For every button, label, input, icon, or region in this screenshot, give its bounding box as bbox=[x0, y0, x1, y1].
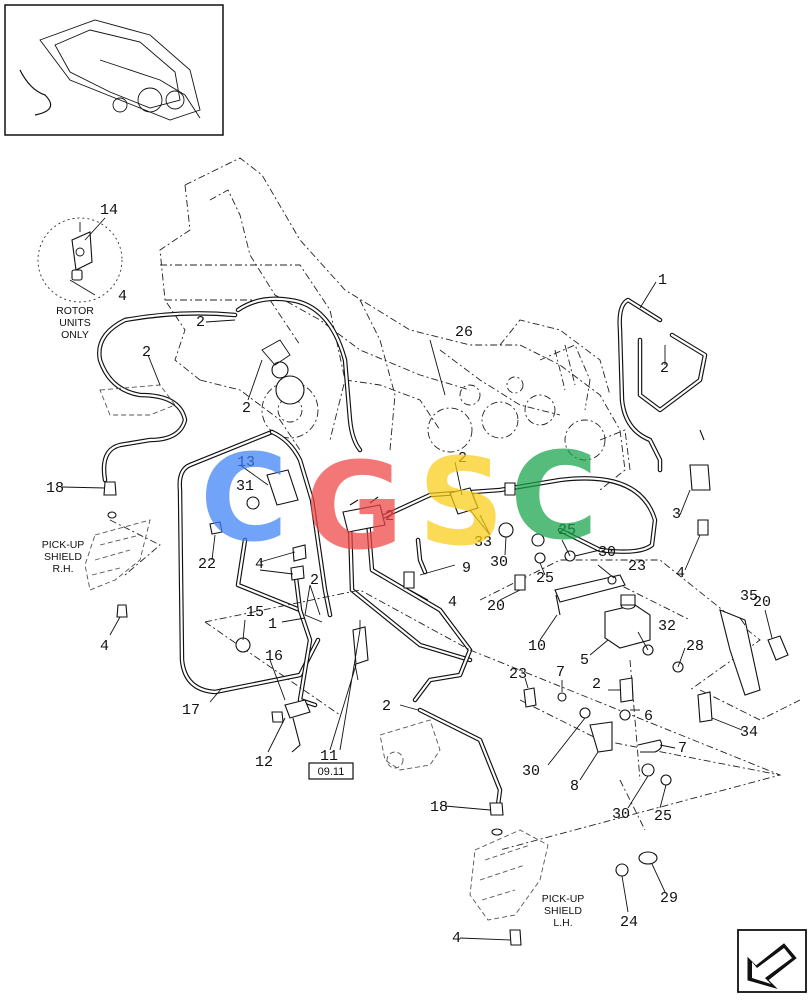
callout: 2 bbox=[385, 508, 394, 525]
callout: 30 bbox=[522, 763, 540, 780]
page-reference-link[interactable]: 09.11 bbox=[308, 762, 354, 780]
callout: 23 bbox=[509, 666, 527, 683]
svg-text:SHIELD: SHIELD bbox=[44, 551, 82, 563]
callout: 18 bbox=[46, 480, 64, 497]
svg-text:L.H.: L.H. bbox=[553, 917, 572, 929]
callout: 28 bbox=[686, 638, 704, 655]
callout: 12 bbox=[255, 754, 273, 771]
callout: 2 bbox=[196, 314, 205, 331]
callout: 31 bbox=[236, 478, 254, 495]
callout: 24 bbox=[620, 914, 638, 931]
callout: 16 bbox=[265, 648, 283, 665]
callout: 35 bbox=[740, 588, 758, 605]
callout: 13 bbox=[237, 454, 255, 471]
callout: 1 bbox=[658, 272, 667, 289]
grease-pump bbox=[352, 626, 369, 665]
callout: 3 bbox=[672, 506, 681, 523]
watermark-letter: G bbox=[305, 438, 404, 577]
left-drive-assembly bbox=[99, 339, 305, 416]
note-rotor-units-only: ROTOR UNITS ONLY bbox=[56, 305, 94, 341]
callout: 17 bbox=[182, 702, 200, 719]
callout: 5 bbox=[580, 652, 589, 669]
callout: 7 bbox=[556, 664, 565, 681]
svg-text:SHIELD: SHIELD bbox=[544, 905, 582, 917]
callout: 15 bbox=[246, 604, 264, 621]
callout: 25 bbox=[536, 570, 554, 587]
callout: 9 bbox=[462, 560, 471, 577]
callout: 11 bbox=[320, 748, 338, 765]
callout: 4 bbox=[676, 565, 685, 582]
note-pickup-shield-lh: PICK-UP SHIELD L.H. bbox=[542, 893, 585, 929]
callout: 1 bbox=[268, 616, 277, 633]
next-page-arrow-icon[interactable] bbox=[737, 929, 807, 993]
callout-numbers: 1 1 2 2 2 2 2 2 2 2 2 3 4 4 4 4 4 4 5 6 … bbox=[46, 202, 771, 947]
bracket-35 bbox=[719, 609, 761, 696]
pickup-shield-rh bbox=[84, 519, 151, 591]
callout: 29 bbox=[660, 890, 678, 907]
svg-text:ROTOR: ROTOR bbox=[56, 305, 94, 317]
callout: 4 bbox=[100, 638, 109, 655]
grease-nipple bbox=[116, 604, 128, 618]
callout: 22 bbox=[198, 556, 216, 573]
callout: 30 bbox=[598, 544, 616, 561]
callout: 4 bbox=[448, 594, 457, 611]
svg-text:PICK-UP: PICK-UP bbox=[542, 893, 585, 905]
svg-text:PICK-UP: PICK-UP bbox=[42, 539, 85, 551]
callout: 10 bbox=[528, 638, 546, 655]
note-pickup-shield-rh: PICK-UP SHIELD R.H. bbox=[42, 539, 85, 575]
callout: 25 bbox=[654, 808, 672, 825]
callout: 6 bbox=[644, 708, 653, 725]
bracket-10 bbox=[554, 574, 626, 603]
watermark-letter: C bbox=[200, 430, 288, 569]
watermark-letter: C bbox=[510, 428, 598, 567]
callout: 2 bbox=[382, 698, 391, 715]
svg-text:ONLY: ONLY bbox=[61, 329, 89, 341]
leader-lines bbox=[61, 217, 773, 941]
callout: 30 bbox=[612, 806, 630, 823]
callout: 2 bbox=[458, 450, 467, 467]
distributor-block bbox=[342, 504, 386, 533]
fitting-cap bbox=[103, 481, 117, 496]
callout: 26 bbox=[455, 324, 473, 341]
callout: 23 bbox=[628, 558, 646, 575]
callout: 20 bbox=[487, 598, 505, 615]
watermark-letter: S bbox=[418, 434, 504, 573]
svg-text:R.H.: R.H. bbox=[53, 563, 74, 575]
callout: 33 bbox=[474, 534, 492, 551]
callout: 2 bbox=[592, 676, 601, 693]
bracket bbox=[266, 469, 299, 506]
rotor-detail bbox=[37, 217, 123, 303]
bolt-20 bbox=[767, 635, 789, 661]
bracket-8 bbox=[589, 721, 613, 753]
callout: 4 bbox=[452, 930, 461, 947]
callout: 30 bbox=[490, 554, 508, 571]
callout: 8 bbox=[570, 778, 579, 795]
callout: 2 bbox=[660, 360, 669, 377]
callout: 25 bbox=[558, 522, 576, 539]
svg-text:UNITS: UNITS bbox=[59, 317, 91, 329]
callout: 18 bbox=[430, 799, 448, 816]
callout: 4 bbox=[118, 288, 127, 305]
pickup-reel bbox=[379, 719, 441, 771]
callout: 4 bbox=[255, 556, 264, 573]
callout: 2 bbox=[142, 344, 151, 361]
callout: 34 bbox=[740, 724, 758, 741]
lube-hose-network bbox=[97, 296, 708, 808]
parts bbox=[103, 429, 789, 946]
callout: 2 bbox=[242, 400, 251, 417]
callout: 7 bbox=[678, 740, 687, 757]
watermark: C G S C bbox=[200, 428, 598, 577]
callout: 14 bbox=[100, 202, 118, 219]
pickup-shield-lh bbox=[469, 829, 549, 921]
callout: 20 bbox=[753, 594, 771, 611]
callout: 32 bbox=[658, 618, 676, 635]
overview-thumbnail[interactable] bbox=[4, 4, 224, 136]
assembly-guides bbox=[109, 519, 801, 851]
svg-text:09.11: 09.11 bbox=[318, 766, 345, 778]
angle-fitting bbox=[284, 699, 311, 719]
callout: 2 bbox=[310, 572, 319, 589]
